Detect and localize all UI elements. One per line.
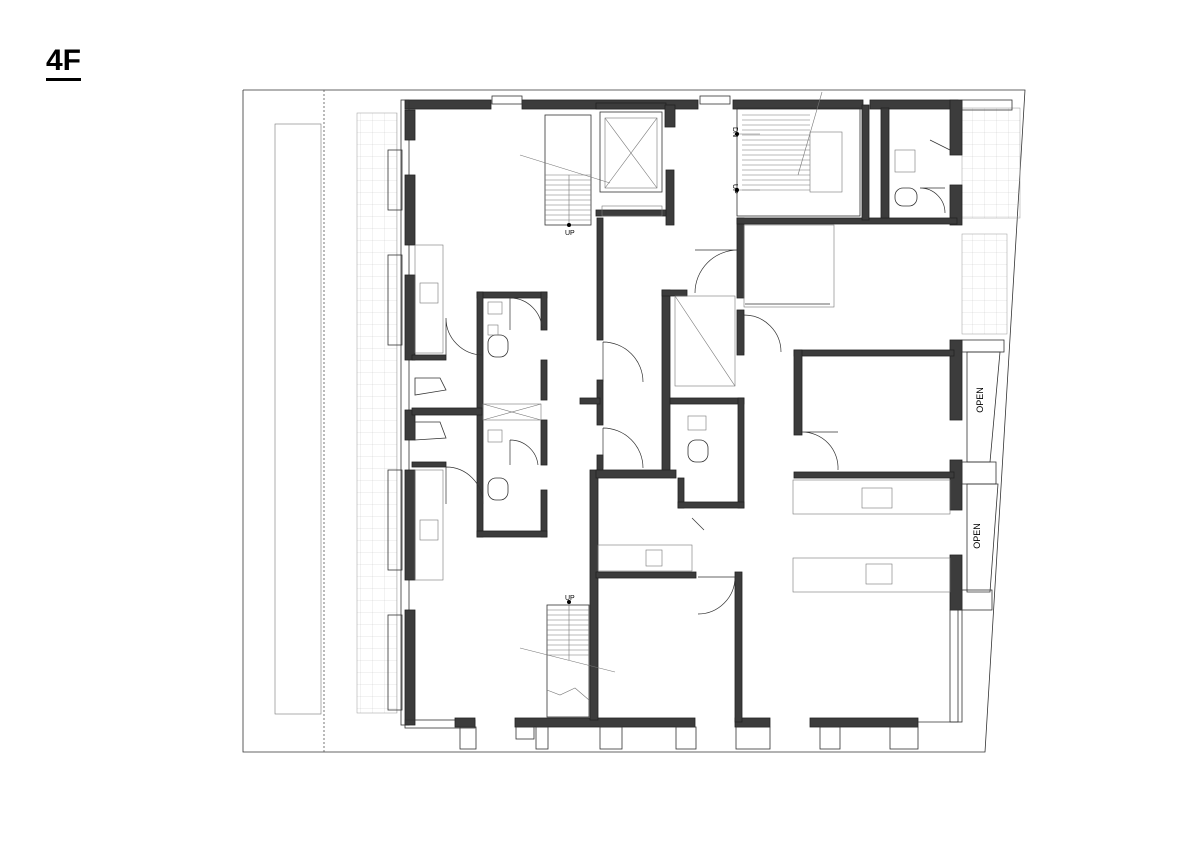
kitchen-counters [414, 224, 951, 593]
doors [414, 139, 951, 615]
stair-northwest: UP [519, 114, 611, 237]
stair-central-up-label: UP [731, 184, 738, 194]
open-label-upper: OPEN [975, 387, 985, 413]
stair-central: DN UP [731, 91, 861, 217]
terrace-west [356, 112, 398, 714]
toilet-wc-1 [487, 324, 509, 358]
open-label-lower: OPEN [972, 523, 982, 549]
stair-sw-up-label: UP [565, 595, 575, 602]
stair-southwest: UP [519, 595, 616, 718]
toilet-wc-4 [894, 187, 918, 207]
east-openings: OPEN OPEN [966, 351, 1001, 593]
floor-title: 4F [46, 44, 82, 81]
elevator [599, 111, 663, 217]
site-boundary [242, 89, 1026, 753]
exterior-walls [400, 99, 963, 729]
toilet-wc-2 [487, 477, 509, 501]
toilet-wc-3 [687, 439, 709, 463]
planter-west [274, 123, 322, 715]
stair-nw-up-label: UP [565, 230, 575, 237]
stair-central-dn-label: DN [731, 127, 738, 137]
window-bays [387, 95, 1013, 750]
basin-1 [487, 149, 916, 443]
toilets [482, 149, 918, 501]
terrace-east-upper [961, 107, 1021, 219]
terrace-east-mid [961, 233, 1008, 335]
interior-walls [411, 102, 958, 723]
